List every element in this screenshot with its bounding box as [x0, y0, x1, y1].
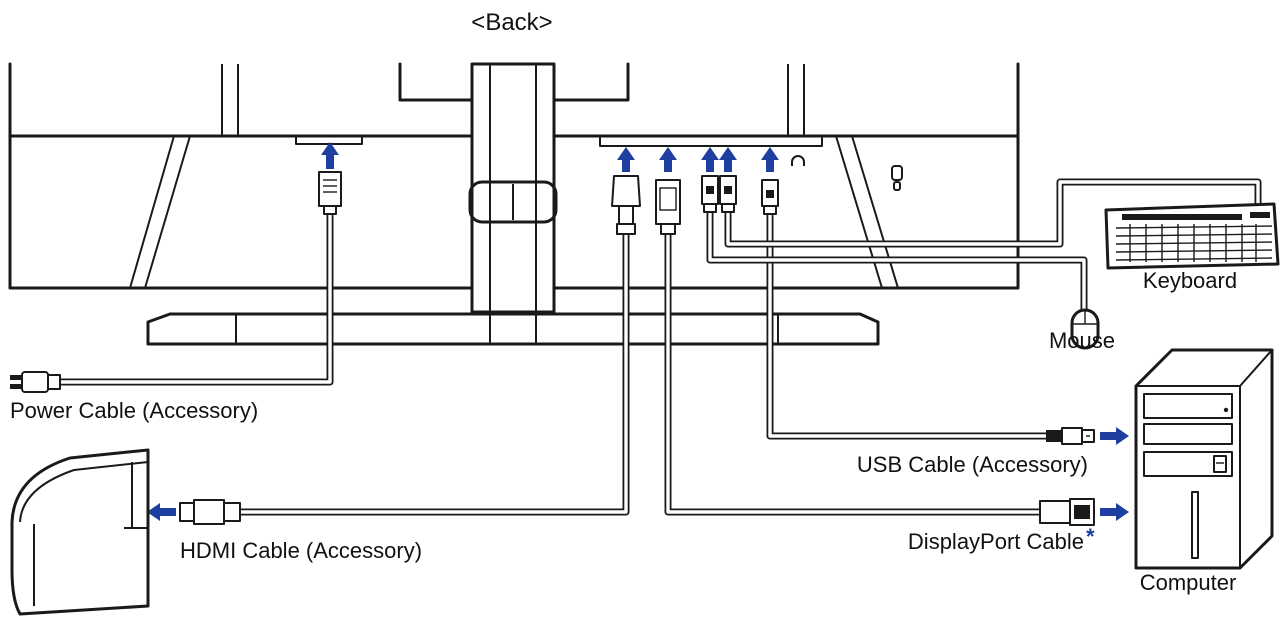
- displayport-note-mark: *: [1086, 524, 1095, 549]
- computer-label: Computer: [1140, 570, 1237, 595]
- mouse-label: Mouse: [1049, 328, 1115, 353]
- usb-to-computer-arrow-icon: [1100, 427, 1129, 445]
- external-display-icon: [10, 448, 150, 616]
- hdmi-to-display-arrow-icon: [147, 503, 176, 521]
- keyboard-label: Keyboard: [1143, 268, 1237, 293]
- displayport-cable-label: DisplayPort Cable: [908, 529, 1084, 554]
- power-arrow-icon: [321, 142, 339, 169]
- lock-icon: [891, 165, 903, 191]
- usb-cable: [761, 179, 1095, 445]
- mouse-arrow-icon: [701, 147, 719, 172]
- mouse-icon: [1070, 308, 1100, 350]
- keyboard-icon: [1104, 202, 1280, 270]
- headphone-icon: [791, 155, 805, 166]
- usb-arrow-icon: [761, 147, 779, 172]
- hdmi-cable: [179, 175, 641, 525]
- hdmi-arrow-icon: [617, 147, 635, 172]
- displayport-to-computer-arrow-icon: [1100, 503, 1129, 521]
- keyboard-arrow-icon: [719, 147, 737, 172]
- mouse-cable: [701, 175, 1088, 314]
- keyboard-cable: [719, 175, 1262, 248]
- usb-cable-label: USB Cable (Accessory): [857, 452, 1088, 477]
- displayport-cable: [655, 179, 1095, 526]
- displayport-arrow-icon: [659, 147, 677, 172]
- power-cable: [10, 171, 342, 393]
- power-cable-label: Power Cable (Accessory): [10, 398, 258, 423]
- hdmi-cable-label: HDMI Cable (Accessory): [180, 538, 422, 563]
- computer-icon: [1134, 348, 1274, 570]
- diagram-title: <Back>: [471, 9, 552, 36]
